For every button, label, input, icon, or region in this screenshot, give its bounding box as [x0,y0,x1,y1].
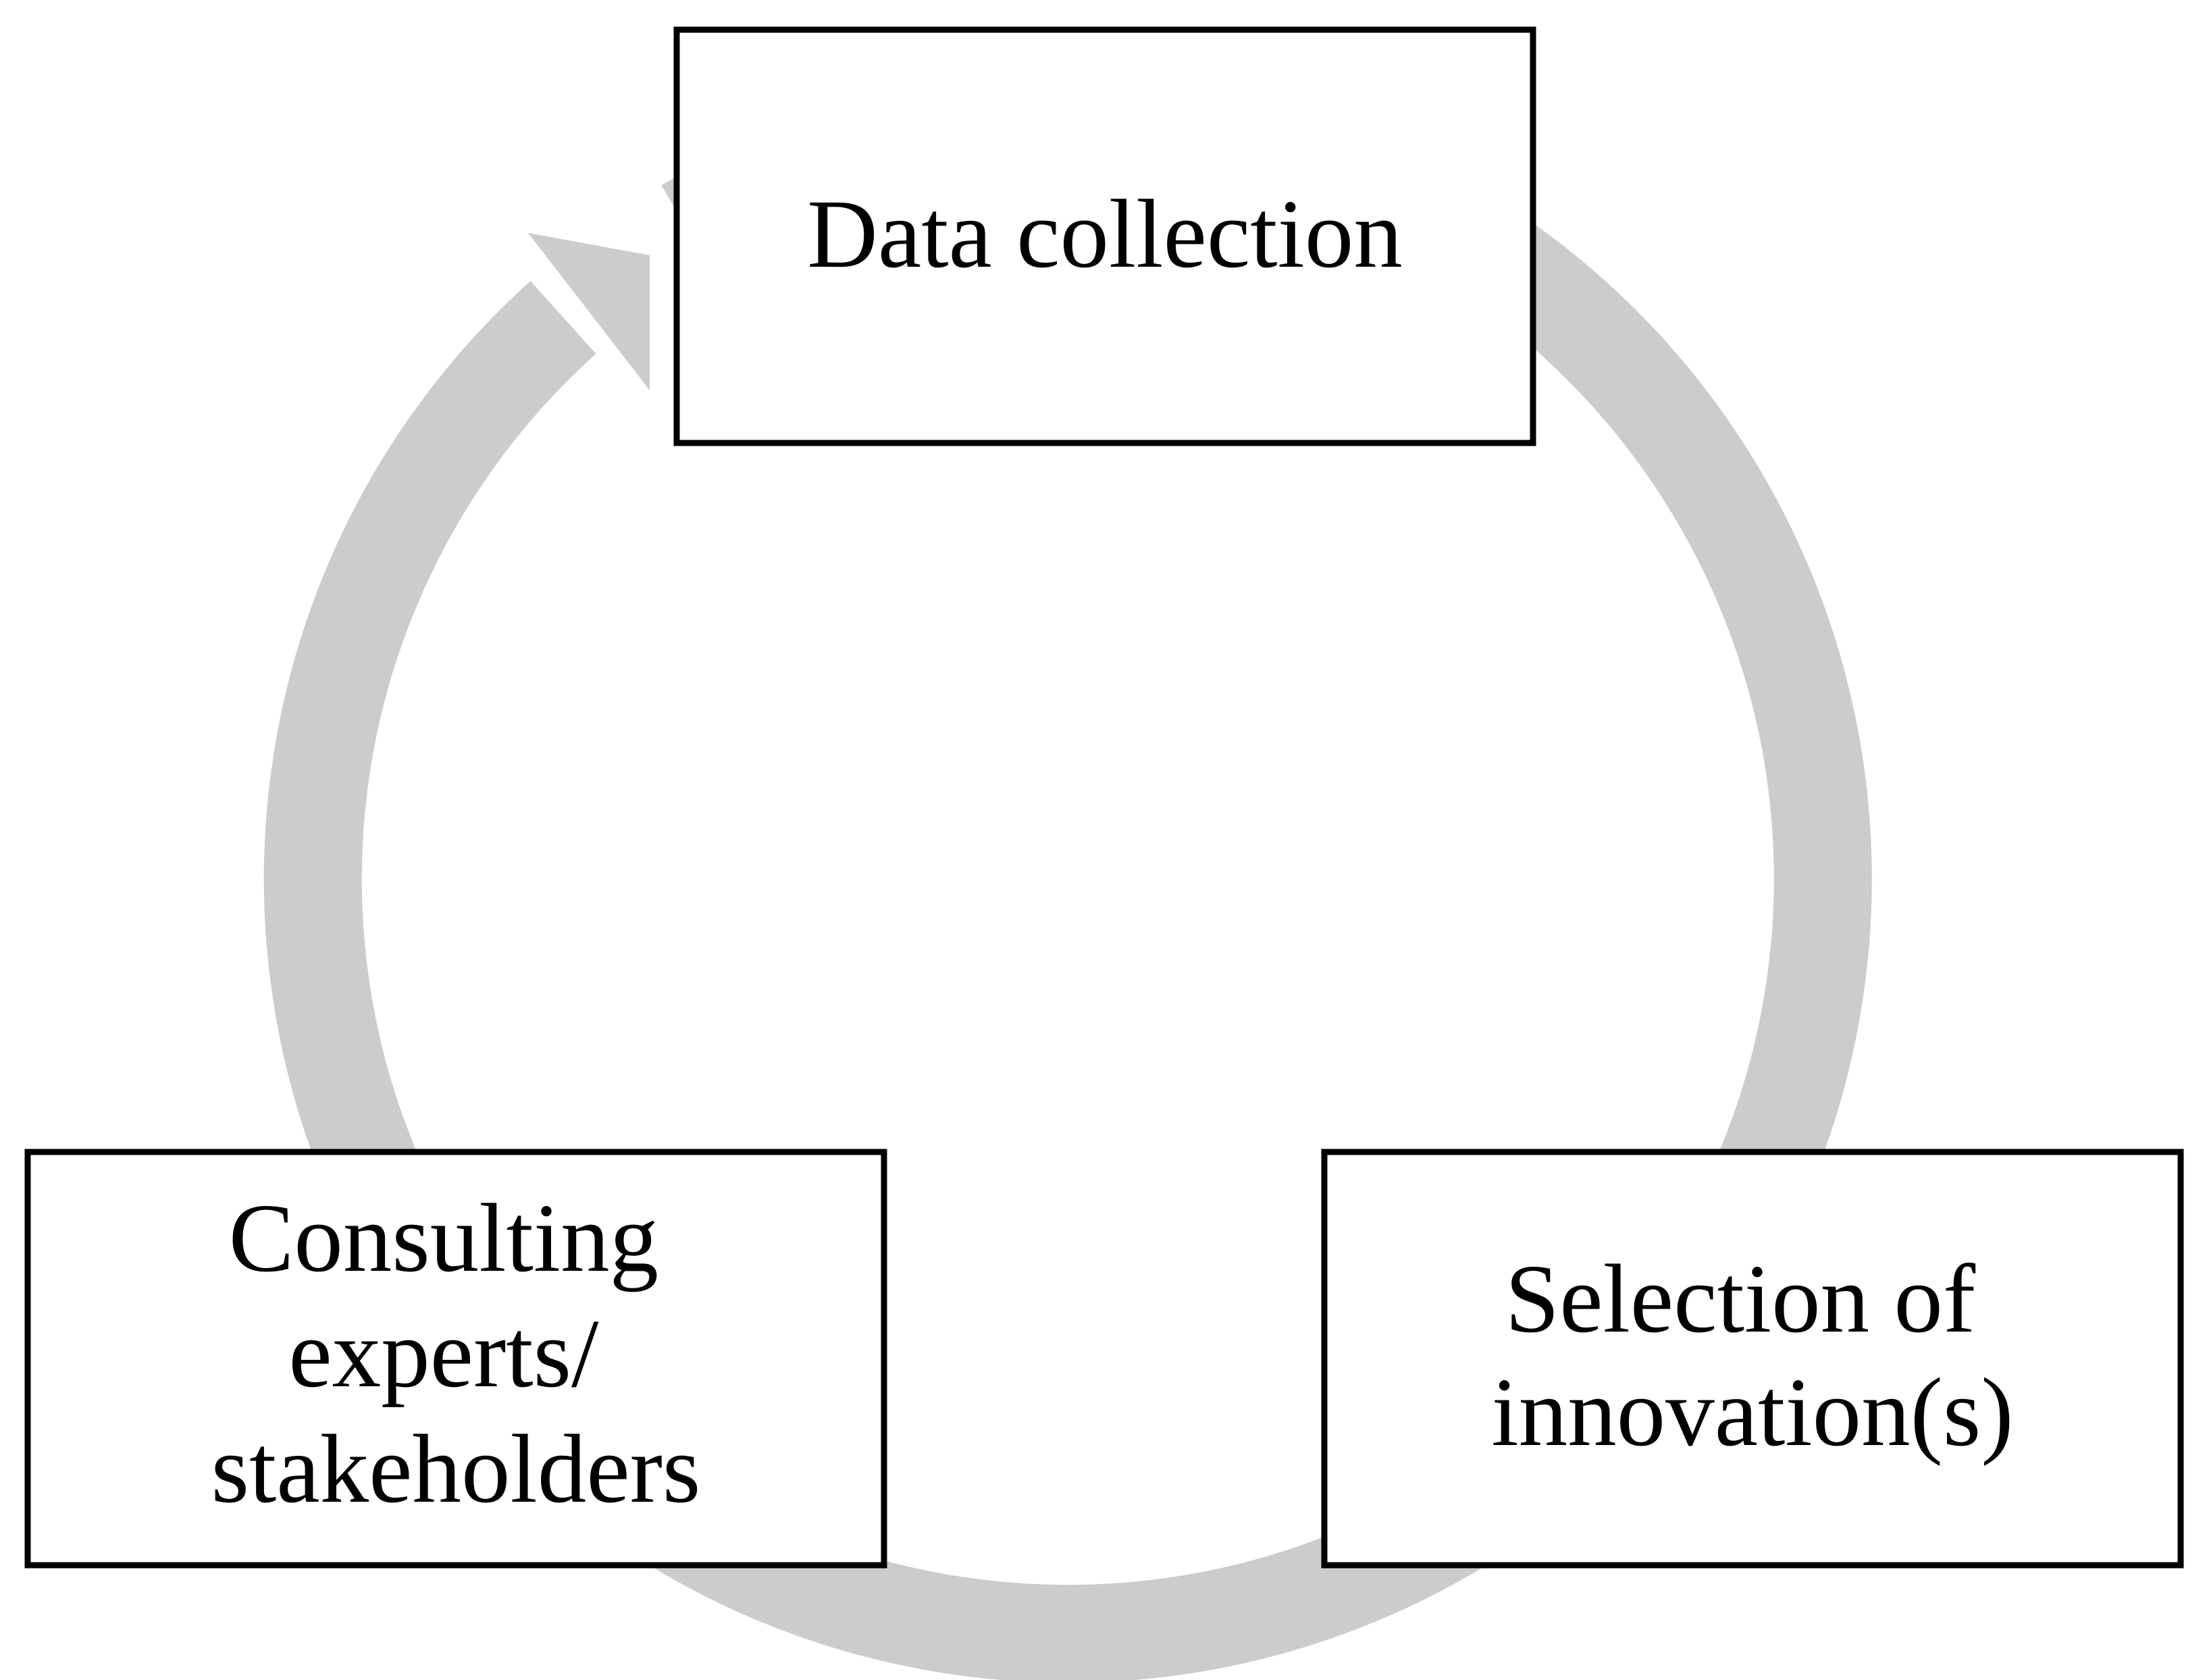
node-data-collection-label: Data collection [807,180,1403,288]
node-data-collection-box [673,26,1536,446]
node-data-collection: Data collection [673,26,1536,446]
cycle-arrow-head [528,233,650,390]
node-selection-of-innovations-label: Selection of innovation(s) [1491,1245,2013,1467]
node-consulting-experts-line-2: experts/ [288,1300,599,1408]
node-selection-of-innovations-line-1: Selection of [1505,1245,1976,1353]
node-consulting-experts: Consulting experts/ stakeholders [24,1149,887,1569]
node-consulting-experts-label: Consulting experts/ stakeholders [211,1184,701,1523]
node-consulting-experts-line-1: Consulting [229,1184,659,1292]
node-selection-of-innovations-line-2: innovation(s) [1491,1359,2013,1467]
node-consulting-experts-line-3: stakeholders [211,1415,701,1523]
node-data-collection-line-1: Data collection [807,180,1403,288]
node-consulting-experts-box [24,1149,887,1569]
node-selection-of-innovations: Selection of innovation(s) [1321,1149,2184,1569]
node-selection-of-innovations-box [1321,1149,2184,1569]
